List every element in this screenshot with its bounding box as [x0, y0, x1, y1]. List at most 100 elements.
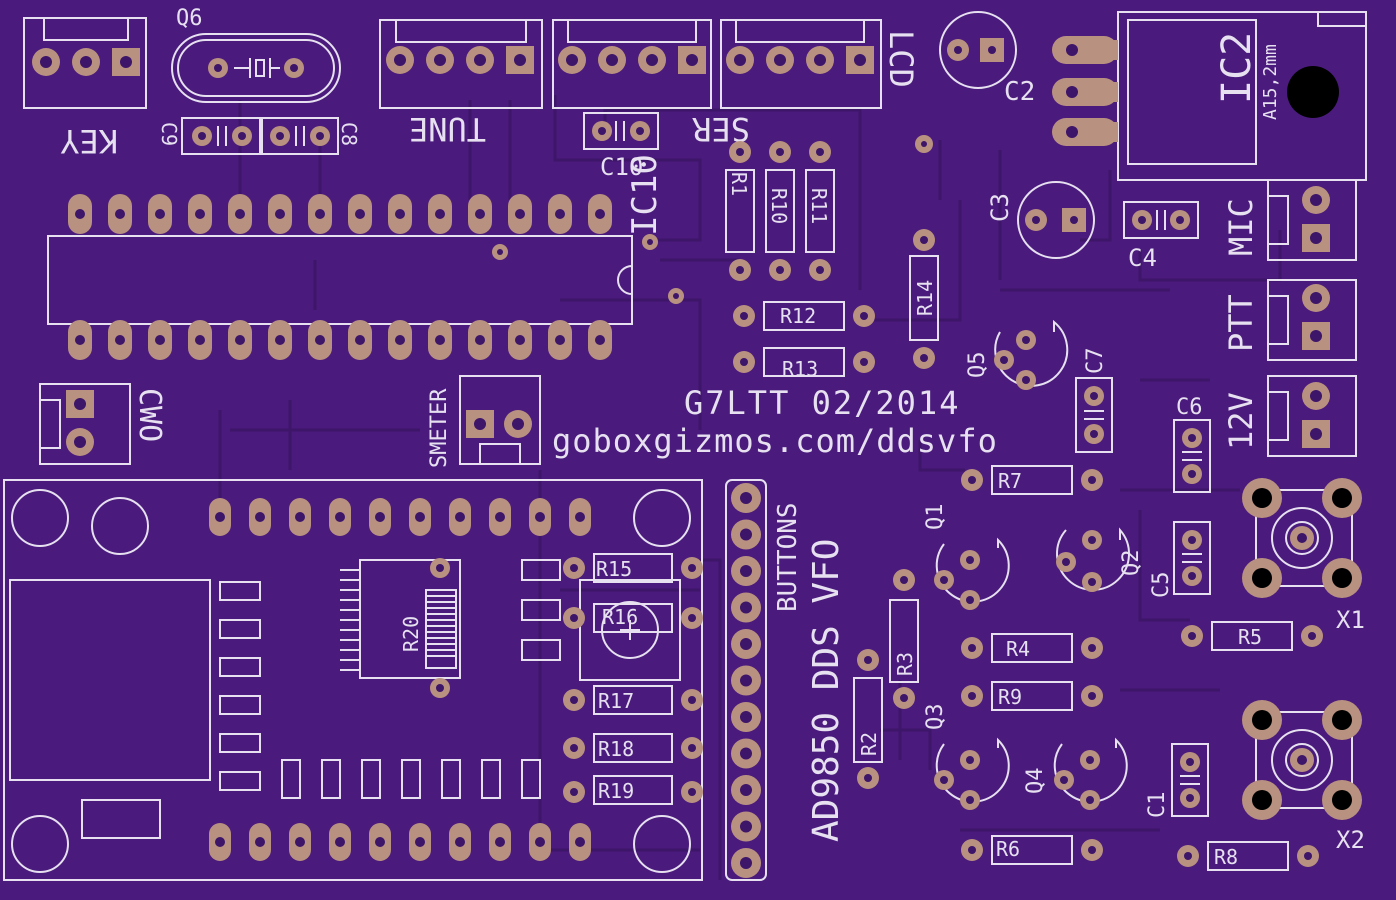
c2-capacitor	[939, 11, 1017, 89]
c4-label: C4	[1128, 244, 1157, 272]
smd-pad	[521, 759, 541, 799]
r13-label: R13	[782, 357, 818, 381]
q3-label: Q3	[923, 704, 948, 731]
r8-label: R8	[1214, 845, 1238, 869]
r20-resistor	[430, 558, 450, 698]
key-label: KEY	[60, 122, 118, 160]
r3-label: R3	[893, 652, 917, 676]
r19-label: R19	[598, 779, 634, 803]
r18-label: R18	[598, 737, 634, 761]
c8-label: C8	[337, 122, 361, 146]
smd-pad	[401, 759, 421, 799]
ic2-note: A15,2mm	[1260, 44, 1281, 120]
r6-resistor	[961, 835, 1103, 865]
ser-connector[interactable]	[552, 19, 712, 109]
smeter-connector[interactable]	[459, 375, 541, 465]
smd-pad	[441, 759, 461, 799]
dds-module-pads	[209, 498, 591, 861]
q1-transistor	[934, 537, 1010, 610]
r2-resistor	[853, 649, 883, 789]
r2-label: R2	[857, 732, 881, 756]
r14-resistor	[909, 135, 939, 369]
q4-transistor	[1053, 737, 1128, 810]
r4-label: R4	[1006, 637, 1030, 661]
r1-resistor	[725, 141, 755, 281]
ic2-regulator	[1052, 11, 1367, 181]
lcd-connector[interactable]	[720, 19, 882, 109]
cwo-label: CWO	[132, 388, 167, 442]
ic1-pins	[68, 194, 612, 360]
smd-pad	[361, 759, 381, 799]
ic1-label: IC10	[625, 154, 665, 236]
buttons-header-pins	[731, 483, 761, 878]
smd-pad	[481, 759, 501, 799]
r3-resistor	[889, 569, 919, 709]
board-url: goboxgizmos.com/ddsvfo	[552, 422, 998, 460]
lcd-label: LCD	[882, 30, 920, 88]
smd-pad	[281, 759, 301, 799]
c1-capacitor	[1171, 743, 1209, 817]
r5-label: R5	[1238, 625, 1262, 649]
r4-resistor	[961, 633, 1103, 663]
r10-label: R10	[767, 188, 791, 224]
product-label: AD9850 DDS VFO	[806, 539, 847, 842]
r9-label: R9	[998, 685, 1022, 709]
smd-pad	[321, 759, 341, 799]
tune-label: TUNE	[409, 110, 486, 148]
c4-capacitor	[1123, 201, 1199, 239]
x1-label: X1	[1336, 606, 1365, 634]
q1-label: Q1	[923, 504, 948, 531]
c8-capacitor	[261, 117, 339, 155]
ic2-label: IC2	[1214, 32, 1260, 104]
smd-pad	[219, 733, 261, 753]
r18-resistor	[563, 733, 703, 763]
tune-connector[interactable]	[379, 19, 543, 109]
r8-resistor	[1177, 841, 1319, 871]
c2-label: C2	[1004, 77, 1035, 107]
c3-capacitor	[1017, 181, 1095, 259]
q5-label: Q5	[965, 352, 990, 379]
r14-label: R14	[913, 280, 937, 316]
cwo-connector[interactable]	[39, 383, 131, 465]
r20-label: R20	[399, 616, 423, 652]
r5-resistor	[1181, 621, 1323, 651]
r13-resistor	[733, 347, 875, 377]
r6-label: R6	[996, 837, 1020, 861]
q6-crystal	[171, 33, 341, 103]
r19-resistor	[563, 775, 703, 805]
q5-transistor	[994, 319, 1069, 390]
r7-label: R7	[998, 469, 1022, 493]
mic-connector[interactable]	[1267, 179, 1357, 261]
ptt-connector[interactable]	[1267, 279, 1357, 361]
c3-label: C3	[986, 193, 1014, 222]
r10-resistor	[765, 141, 795, 281]
c1-label: C1	[1145, 792, 1170, 819]
buttons-label: BUTTONS	[773, 502, 803, 612]
dds-module	[3, 479, 703, 881]
r12-label: R12	[780, 304, 816, 328]
r15-label: R15	[596, 557, 632, 581]
key-connector[interactable]	[23, 17, 147, 109]
buttons-header[interactable]	[725, 479, 767, 881]
c9-capacitor	[181, 117, 261, 155]
r7-resistor	[961, 465, 1103, 495]
c7-label: C7	[1083, 348, 1108, 375]
c10-capacitor	[583, 112, 659, 150]
c10-label: C10	[600, 153, 643, 181]
q2-label: Q2	[1119, 550, 1144, 577]
ptt-label: PTT	[1222, 294, 1260, 352]
c6-capacitor	[1173, 419, 1211, 493]
r11-label: R11	[807, 188, 831, 224]
x1-jack[interactable]	[1242, 478, 1362, 598]
r16-label: R16	[602, 605, 638, 629]
c7-capacitor	[1075, 377, 1113, 453]
power-connector[interactable]	[1267, 375, 1357, 457]
power-label: 12V	[1222, 392, 1260, 450]
r17-resistor	[563, 685, 703, 715]
q2-transistor	[1056, 527, 1130, 592]
r9-resistor	[961, 681, 1103, 711]
r11-resistor	[805, 141, 835, 281]
x2-label: X2	[1336, 826, 1365, 854]
x2-jack[interactable]	[1242, 700, 1362, 820]
